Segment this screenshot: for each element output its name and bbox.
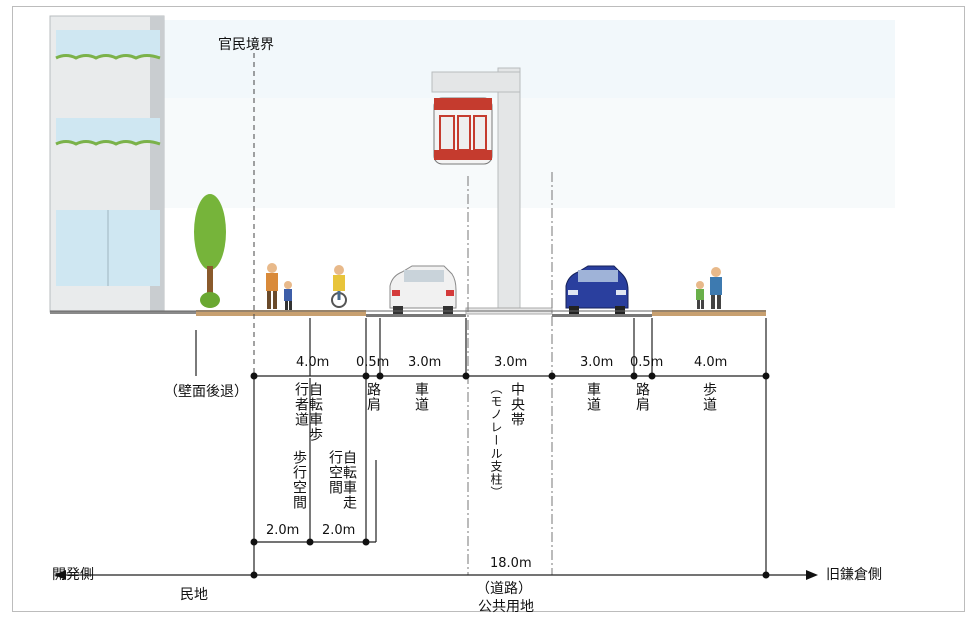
width-median: 3.0m xyxy=(494,355,528,370)
bike-ped-path-label: 自転車歩行者道 xyxy=(293,382,323,442)
cycling-space-label: 自転車走行空間 xyxy=(327,450,357,510)
width-left-sidewalk: 4.0m xyxy=(296,355,330,370)
walking-space-label: 歩行空間 xyxy=(291,450,307,510)
dimension-lines xyxy=(60,318,812,576)
arrow-right xyxy=(806,570,818,580)
right-shoulder-label: 路肩 xyxy=(634,382,650,412)
diagram-frame xyxy=(12,6,965,612)
road-label: （道路） xyxy=(476,581,532,597)
boundary-label: 官民境界 xyxy=(218,37,274,53)
pedestrians-left xyxy=(266,263,292,310)
white-car xyxy=(389,265,457,314)
width-right-sidewalk: 4.0m xyxy=(694,355,728,370)
ground xyxy=(50,307,766,317)
dimension-dots xyxy=(250,372,770,579)
left-carriageway-label: 車道 xyxy=(413,382,429,412)
private-land-label: 民地 xyxy=(180,587,208,603)
arrow-left xyxy=(54,570,66,580)
public-land-label: 公共用地 xyxy=(478,599,534,615)
width-right-shoulder: 0.5m xyxy=(630,355,664,370)
right-carriageway-label: 車道 xyxy=(585,382,601,412)
cyclist xyxy=(331,265,347,308)
width-right-carriageway: 3.0m xyxy=(580,355,614,370)
pedestrians-right xyxy=(696,267,722,309)
building xyxy=(49,15,165,313)
right-sidewalk-label: 歩道 xyxy=(701,382,717,412)
left-shoulder-label: 路肩 xyxy=(365,382,381,412)
median-label: 中央帯 xyxy=(509,382,525,427)
kaihatsu-side-label: 開発側 xyxy=(52,567,94,583)
median-note: （モノレール支柱） xyxy=(489,382,503,499)
cycling-space-width: 2.0m xyxy=(322,523,356,538)
wall-setback-label: （壁面後退） xyxy=(164,384,248,400)
kyu-kamakura-side-label: 旧鎌倉側 xyxy=(826,567,882,583)
sky-lower xyxy=(150,98,895,208)
monorail xyxy=(431,67,521,311)
width-left-shoulder: 0.5m xyxy=(356,355,390,370)
blue-car xyxy=(565,265,629,314)
total-width: 18.0m xyxy=(490,556,532,571)
sky xyxy=(150,20,895,98)
width-left-carriageway: 3.0m xyxy=(408,355,442,370)
tree xyxy=(194,194,226,308)
walking-space-width: 2.0m xyxy=(266,523,300,538)
